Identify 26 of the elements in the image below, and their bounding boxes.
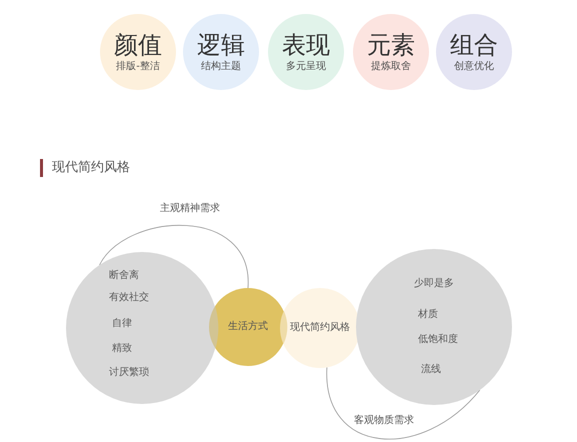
list-item: 讨厌繁琐 [109, 367, 149, 379]
list-item: 有效社交 [109, 292, 149, 304]
circle-subtitle: 创意优化 [454, 60, 494, 72]
circle-label: 生活方式 [228, 321, 268, 333]
list-item: 低饱和度 [418, 334, 458, 346]
circle-subtitle: 排版-整洁 [116, 60, 160, 72]
circle-subtitle: 多元呈现 [286, 60, 326, 72]
curved-connector [326, 367, 480, 440]
circle-heading: 表现 [282, 32, 330, 58]
circle-subtitle: 提炼取舍 [371, 60, 411, 72]
circle-heading: 组合 [450, 32, 498, 58]
circle-heading: 逻辑 [197, 32, 245, 58]
circle-subtitle: 结构主题 [201, 60, 241, 72]
circle-label: 现代简约风格 [290, 322, 350, 334]
list-item: 自律 [112, 318, 132, 330]
curved-connector [99, 225, 248, 288]
section-title: 现代简约风格 [52, 160, 130, 176]
circle-heading: 颜值 [114, 32, 162, 58]
list-item: 精致 [112, 343, 132, 355]
list-item: 断舍离 [109, 270, 139, 282]
list-item: 材质 [418, 309, 438, 321]
list-item: 流线 [421, 364, 441, 376]
list-item: 少即是多 [414, 278, 454, 290]
edge-label: 主观精神需求 [158, 203, 222, 215]
edge-label: 客观物质需求 [352, 415, 416, 427]
circle-heading: 元素 [367, 32, 415, 58]
